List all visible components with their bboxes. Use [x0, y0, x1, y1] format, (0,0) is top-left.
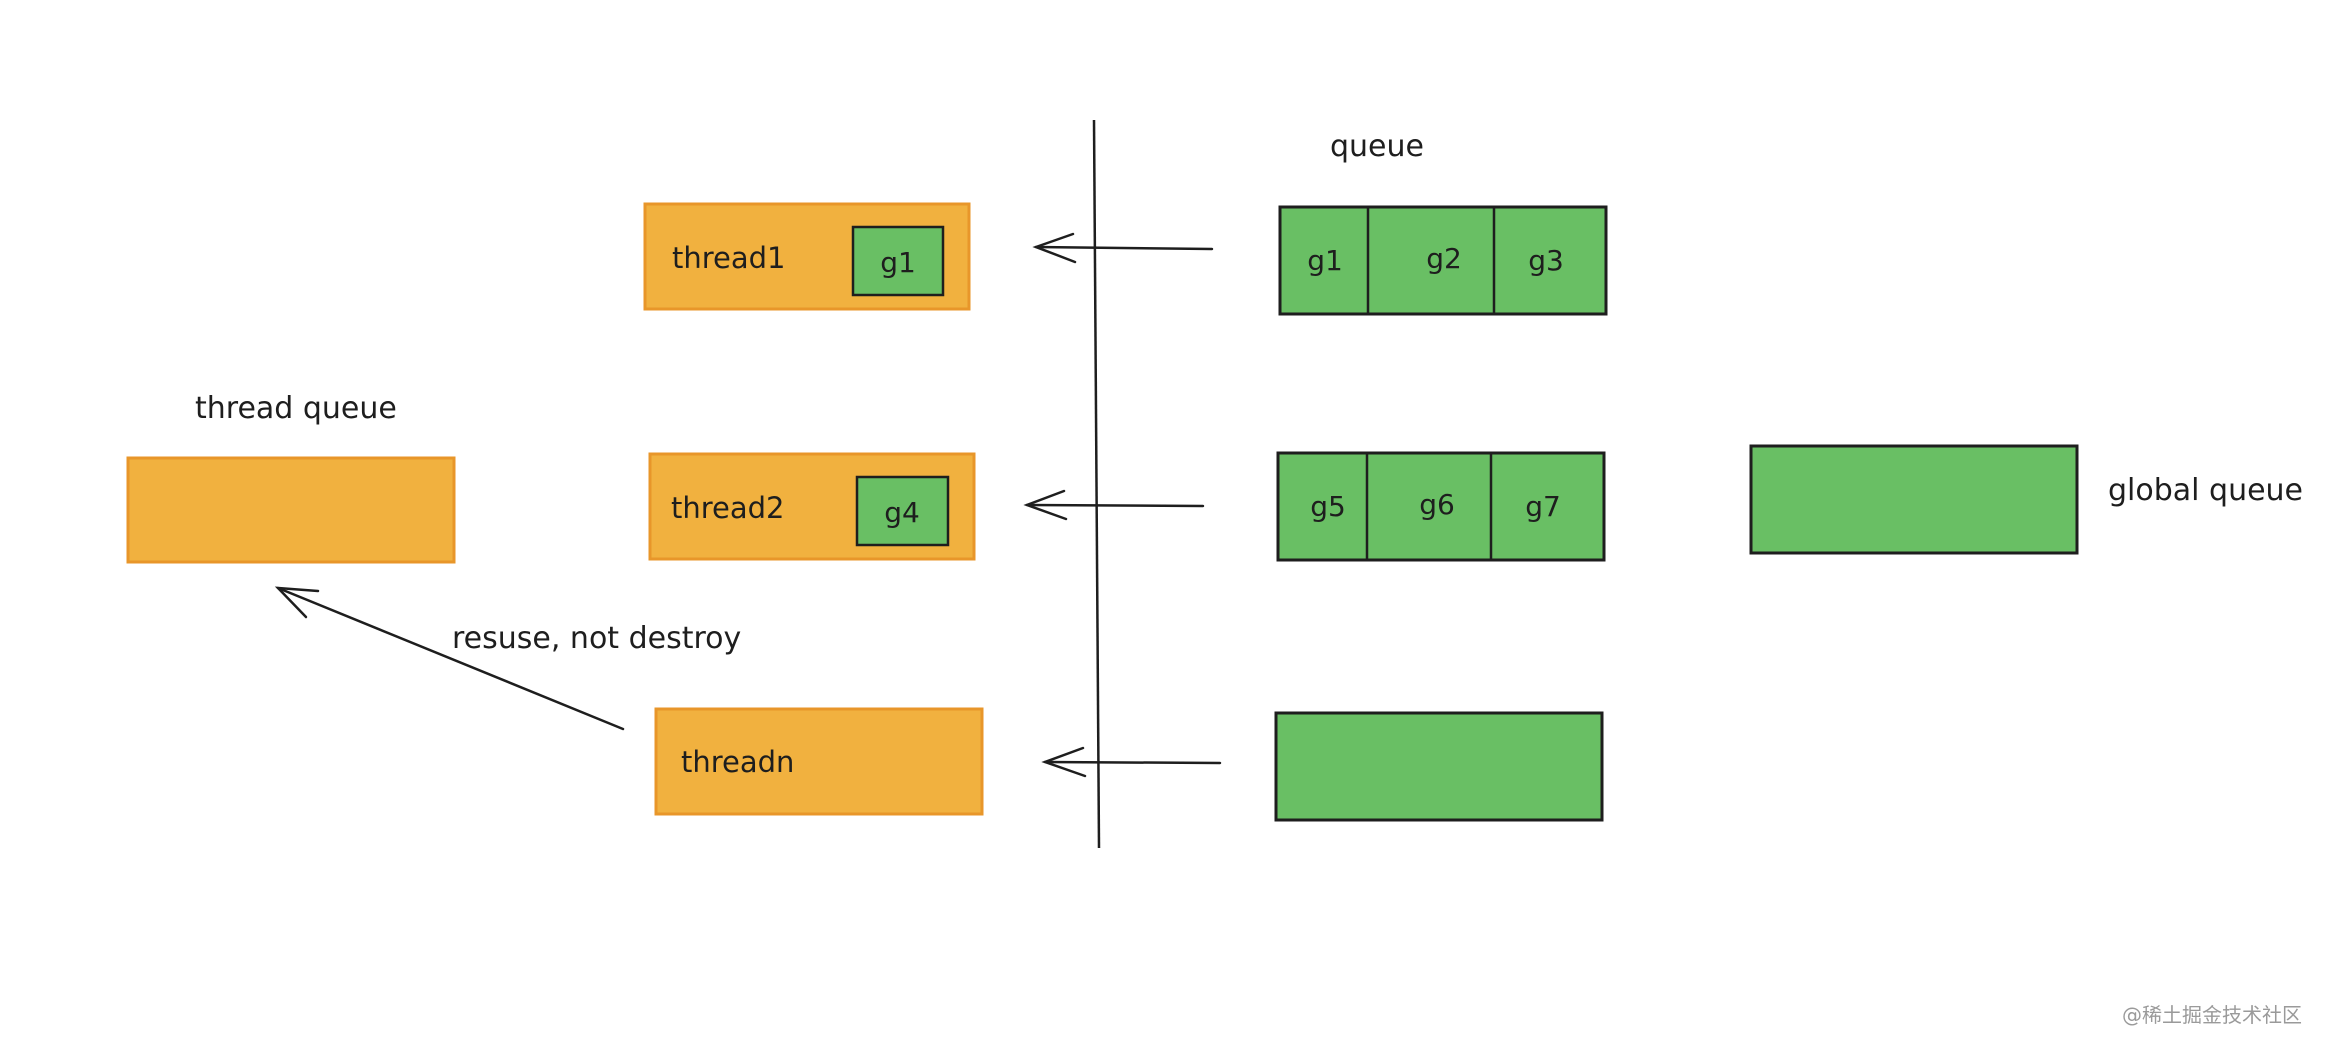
local-queue-2-item: g5: [1310, 490, 1346, 523]
local-queue-2-box: [1276, 451, 1606, 562]
local-queue-1-item: g1: [1307, 244, 1343, 277]
threadn-label: threadn: [681, 745, 794, 779]
queue-label: queue: [1330, 129, 1424, 164]
global-queue-box: [1749, 444, 2079, 555]
reuse-note-label: resuse, not destroy: [452, 621, 741, 656]
arrow-queue1-to-thread1: [1032, 232, 1214, 264]
thread1-current-goroutine-label: g1: [880, 246, 916, 279]
thread1-current-goroutine-box: [851, 225, 945, 297]
local-queue-2-item: g6: [1419, 488, 1455, 521]
local-queue-1-box: [1278, 205, 1608, 316]
local-queue-2-item: g7: [1525, 490, 1561, 523]
thread-queue-box: [126, 456, 456, 564]
local-queue-1-item: g3: [1528, 244, 1564, 277]
thread1-label: thread1: [672, 241, 786, 275]
threadn-box: [654, 707, 984, 816]
arrow-queue2-to-thread2: [1023, 489, 1205, 521]
thread2-current-goroutine-box: [855, 475, 950, 547]
arrow-queuen-to-threadn: [1041, 746, 1222, 778]
local-queue-1-item: g2: [1426, 242, 1462, 275]
thread2-label: thread2: [671, 491, 785, 525]
thread2-current-goroutine-label: g4: [884, 496, 920, 529]
arrow-threadn-to-thread-queue: [274, 586, 625, 731]
global-queue-label: global queue: [2108, 473, 2303, 508]
divider-line: [1092, 119, 1101, 849]
watermark: @稀土掘金技术社区: [2122, 1003, 2302, 1027]
local-queue-n-box: [1274, 711, 1604, 822]
thread-queue-label: thread queue: [195, 391, 397, 426]
